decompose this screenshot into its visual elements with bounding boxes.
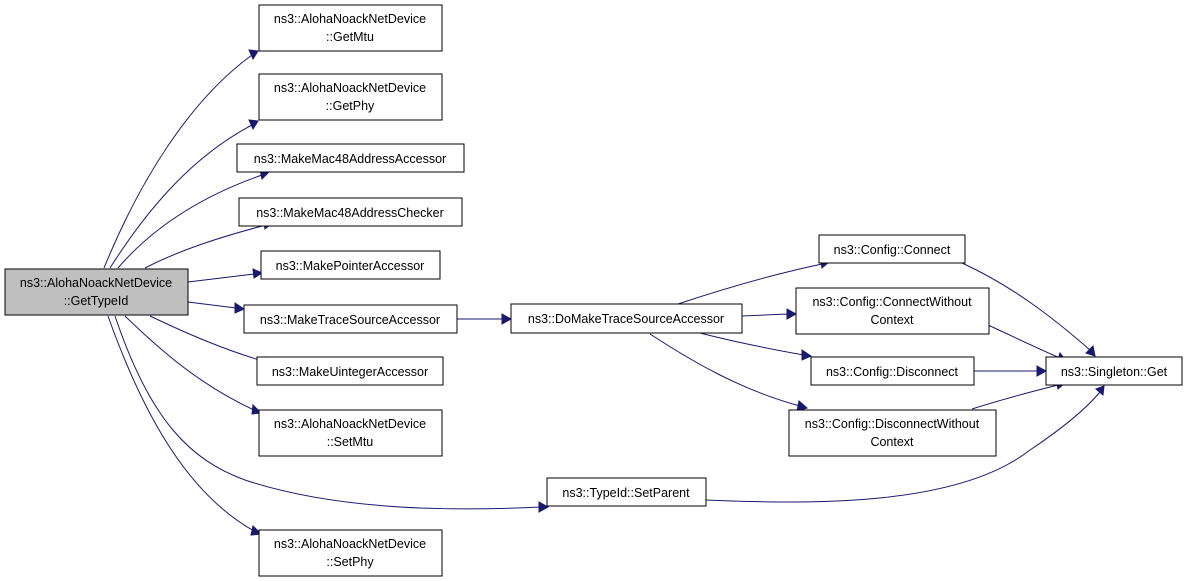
edge-connectwc-singleton bbox=[987, 324, 1067, 363]
node-label-line-2: ::SetPhy bbox=[326, 555, 374, 569]
node-label-line-2: Context bbox=[870, 435, 914, 449]
edge-connect-singleton bbox=[961, 262, 1096, 357]
node-label: ns3::DoMakeTraceSourceAccessor bbox=[528, 312, 724, 326]
node-getphy[interactable]: ns3::AlohaNoackNetDevice ::GetPhy bbox=[258, 73, 443, 121]
node-setphy[interactable]: ns3::AlohaNoackNetDevice ::SetPhy bbox=[258, 529, 443, 577]
node-label: ns3::TypeId::SetParent bbox=[562, 486, 690, 500]
edge-domake-disconnect bbox=[699, 332, 813, 361]
node-label-line-1: ns3::AlohaNoackNetDevice bbox=[20, 276, 172, 290]
edge-root-setparent bbox=[114, 315, 550, 513]
node-label: ns3::Singleton::Get bbox=[1061, 365, 1168, 379]
edge-root-getphy bbox=[109, 119, 259, 269]
node-label-line-1: ns3::AlohaNoackNetDevice bbox=[274, 81, 426, 95]
node-label-line-2: Context bbox=[870, 313, 914, 327]
node-setmtu[interactable]: ns3::AlohaNoackNetDevice ::SetMtu bbox=[258, 409, 443, 457]
node-typeid-setparent[interactable]: ns3::TypeId::SetParent bbox=[546, 477, 707, 507]
node-label-line-2: ::SetMtu bbox=[327, 435, 374, 449]
node-pointer-accessor[interactable]: ns3::MakePointerAccessor bbox=[260, 250, 441, 280]
node-uinteger-accessor[interactable]: ns3::MakeUintegerAccessor bbox=[256, 356, 444, 386]
node-label: ns3::MakeMac48AddressAccessor bbox=[254, 152, 446, 166]
node-label-line-2: ::GetTypeId bbox=[64, 294, 129, 308]
node-label-line-1: ns3::Config::ConnectWithout bbox=[812, 295, 972, 309]
node-config-disconnect-without-context[interactable]: ns3::Config::DisconnectWithout Context bbox=[788, 409, 997, 457]
node-do-make-trace-source-accessor[interactable]: ns3::DoMakeTraceSourceAccessor bbox=[510, 303, 743, 334]
edge-root-mac48chk bbox=[144, 219, 272, 269]
edge-root-tracesrc bbox=[187, 301, 246, 314]
edge-disconnect-singleton bbox=[974, 365, 1048, 377]
edges bbox=[103, 49, 1105, 536]
node-mac48-address-checker[interactable]: ns3::MakeMac48AddressChecker bbox=[238, 197, 463, 227]
edge-root-getmtu bbox=[103, 49, 259, 269]
node-config-connect[interactable]: ns3::Config::Connect bbox=[818, 234, 966, 264]
node-config-connect-without-context[interactable]: ns3::Config::ConnectWithout Context bbox=[795, 287, 990, 335]
node-label: ns3::MakeMac48AddressChecker bbox=[256, 206, 444, 220]
node-label-line-1: ns3::AlohaNoackNetDevice bbox=[274, 12, 426, 26]
node-getmtu[interactable]: ns3::AlohaNoackNetDevice ::GetMtu bbox=[258, 4, 443, 52]
node-trace-source-accessor[interactable]: ns3::MakeTraceSourceAccessor bbox=[243, 304, 458, 334]
node-label: ns3::MakeTraceSourceAccessor bbox=[260, 313, 440, 327]
node-singleton-get[interactable]: ns3::Singleton::Get bbox=[1045, 356, 1183, 386]
edge-setparent-singleton bbox=[705, 385, 1105, 503]
edge-root-ptracc bbox=[187, 268, 264, 283]
node-label-line-1: ns3::AlohaNoackNetDevice bbox=[274, 537, 426, 551]
nodes: ns3::AlohaNoackNetDevice ::GetTypeId ns3… bbox=[4, 4, 1183, 577]
node-label-line-1: ns3::AlohaNoackNetDevice bbox=[274, 417, 426, 431]
node-label: ns3::MakePointerAccessor bbox=[276, 259, 425, 273]
edge-tracesrc-domake bbox=[457, 313, 513, 325]
node-label-line-1: ns3::Config::DisconnectWithout bbox=[805, 417, 980, 431]
node-label: ns3::Config::Connect bbox=[834, 243, 951, 257]
node-config-disconnect[interactable]: ns3::Config::Disconnect bbox=[810, 356, 975, 386]
node-label: ns3::Config::Disconnect bbox=[826, 365, 959, 379]
node-mac48-address-accessor[interactable]: ns3::MakeMac48AddressAccessor bbox=[236, 143, 465, 173]
node-root-gettypeid[interactable]: ns3::AlohaNoackNetDevice ::GetTypeId bbox=[4, 268, 189, 316]
edge-root-setmtu bbox=[124, 315, 263, 415]
edge-domake-disconnectwc bbox=[649, 333, 809, 412]
node-label-line-2: ::GetPhy bbox=[326, 99, 375, 113]
node-label-line-2: ::GetMtu bbox=[326, 30, 374, 44]
edge-root-setphy bbox=[107, 315, 263, 536]
edge-domake-connectwc bbox=[741, 308, 798, 320]
node-label: ns3::MakeUintegerAccessor bbox=[272, 365, 428, 379]
